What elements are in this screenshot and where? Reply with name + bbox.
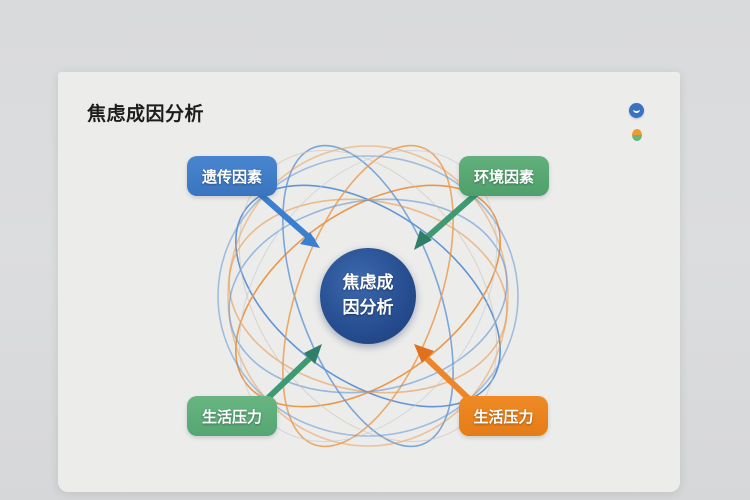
orange-green-dot-icon[interactable]	[632, 129, 642, 141]
factor-life-stress-green: 生活压力	[187, 396, 277, 436]
factor-label: 生活压力	[473, 407, 534, 426]
factor-environment: 环境因素	[459, 156, 549, 196]
page-title: 焦虑成因分析	[87, 103, 205, 125]
factor-life-stress-orange: 生活压力	[459, 396, 548, 436]
factor-label: 生活压力	[201, 407, 262, 426]
blue-badge-icon[interactable]	[629, 103, 644, 118]
factor-genetic: 遗传因素	[187, 156, 277, 196]
factor-label: 遗传因素	[201, 167, 262, 186]
center-label-line1: 焦虑成	[342, 273, 394, 293]
center-node: 焦虑成 因分析	[320, 248, 416, 344]
orbit-lines	[217, 144, 519, 448]
diagram-card: 焦虑成因分析	[58, 72, 680, 492]
factor-label: 环境因素	[473, 167, 534, 186]
center-label-line2: 因分析	[342, 298, 394, 318]
